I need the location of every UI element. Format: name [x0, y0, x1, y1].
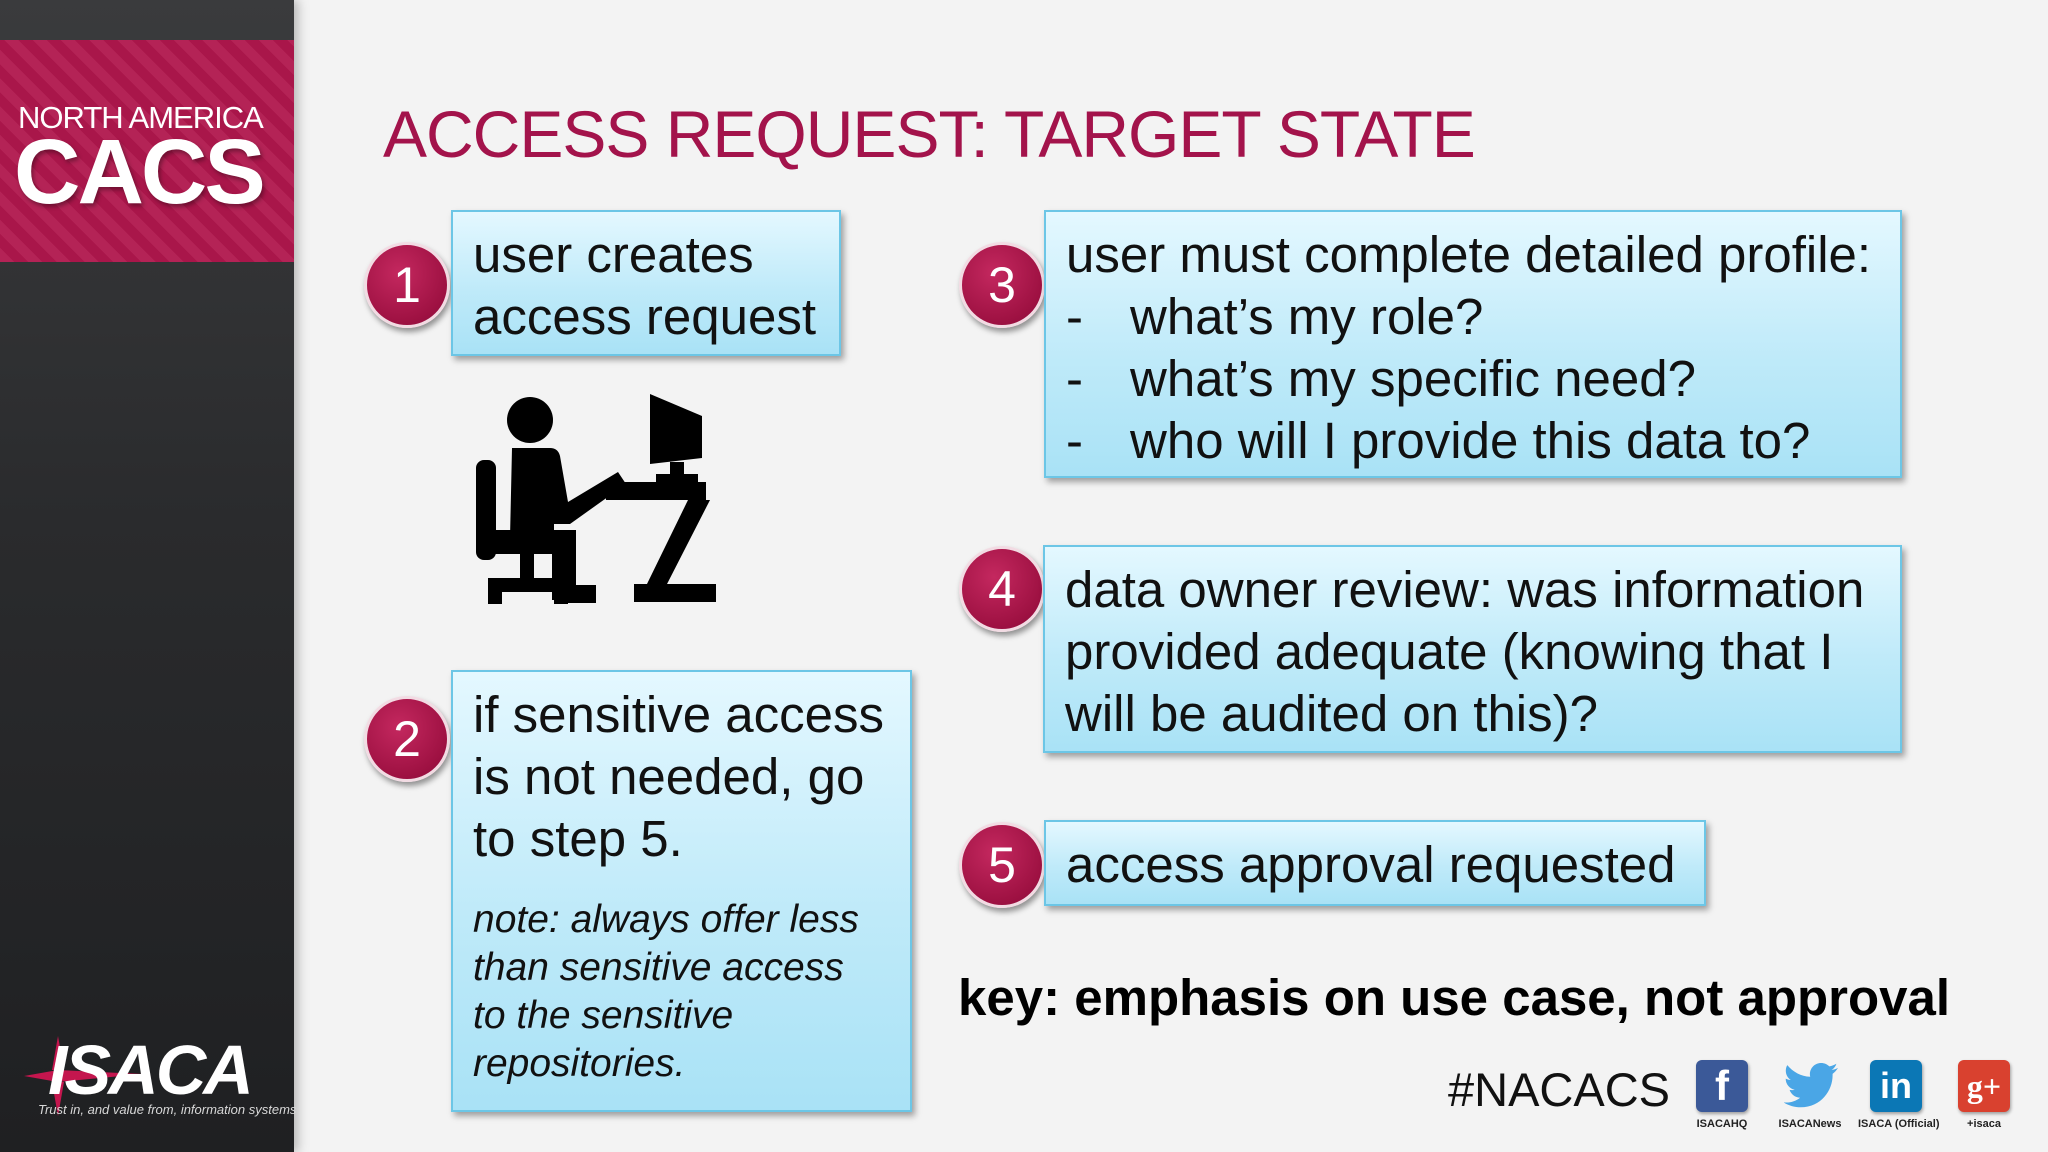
- twitter-icon[interactable]: [1783, 1060, 1838, 1112]
- note-line: than sensitive access: [473, 946, 844, 989]
- step-4-line: data owner review: was information: [1065, 561, 1865, 618]
- social-twitter[interactable]: ISACANews: [1772, 1060, 1848, 1130]
- brand-logo-text: CACS: [14, 121, 266, 223]
- hashtag: #NACACS: [1448, 1063, 1671, 1116]
- twitter-bird-icon: [1783, 1063, 1838, 1108]
- social-facebook[interactable]: f ISACAHQ: [1684, 1060, 1760, 1130]
- step-1-number-badge: 1: [364, 242, 450, 328]
- bullet-text: who will I provide this data to?: [1130, 412, 1811, 469]
- step-1-line: access request: [473, 288, 817, 345]
- bullet-dash: -: [1066, 350, 1083, 407]
- slide-title: ACCESS REQUEST: TARGET STATE: [383, 97, 1476, 171]
- step-1-line: user creates: [473, 226, 754, 283]
- social-label: ISACAHQ: [1696, 1118, 1748, 1130]
- bullet-text: what’s my role?: [1130, 288, 1484, 345]
- key-statement: key: emphasis on use case, not approval: [958, 969, 1951, 1026]
- bullet-dash: -: [1066, 412, 1083, 469]
- note-line: repositories.: [473, 1042, 686, 1085]
- step-4-line: will be audited on this)?: [1065, 685, 1598, 742]
- social-label: +isaca: [1967, 1118, 2001, 1130]
- google-plus-icon[interactable]: g+: [1958, 1060, 2010, 1112]
- brand-region-label: NORTH AMERICA: [18, 100, 264, 135]
- isaca-tagline: Trust in, and value from, information sy…: [38, 1102, 297, 1117]
- sidebar: NORTH AMERICA CACS ISACA Trust in, and v…: [0, 0, 296, 1152]
- step-2-line: to step 5.: [473, 810, 683, 867]
- step-3-bullet: - what’s my specific need?: [1066, 348, 1880, 410]
- bullet-dash: -: [1066, 288, 1083, 345]
- social-google-plus[interactable]: g+ +isaca: [1946, 1060, 2022, 1130]
- step-1-box: user creates access request: [451, 210, 841, 356]
- social-label: ISACANews: [1778, 1118, 1842, 1130]
- linkedin-icon[interactable]: in: [1870, 1060, 1922, 1112]
- step-5-number-badge: 5: [959, 822, 1045, 908]
- step-4-number-badge: 4: [959, 546, 1045, 632]
- brand-band: [0, 40, 294, 262]
- step-3-box: user must complete detailed profile: - w…: [1044, 210, 1902, 478]
- step-5-box: access approval requested: [1044, 820, 1706, 906]
- step-2-line: if sensitive access: [473, 686, 884, 743]
- step-3-heading: user must complete detailed profile:: [1066, 226, 1872, 283]
- isaca-logo-text: ISACA: [48, 1031, 254, 1109]
- bullet-text: what’s my specific need?: [1130, 350, 1697, 407]
- social-linkedin[interactable]: in ISACA (Official): [1858, 1060, 1940, 1130]
- note-line: to the sensitive: [473, 994, 734, 1037]
- step-4-line: provided adequate (knowing that I: [1065, 623, 1834, 680]
- step-2-box: if sensitive access is not needed, go to…: [451, 670, 912, 1112]
- step-4-box: data owner review: was information provi…: [1043, 545, 1902, 753]
- social-label: ISACA (Official): [1858, 1118, 1940, 1130]
- step-5-line: access approval requested: [1066, 836, 1676, 893]
- step-2-line: is not needed, go: [473, 748, 865, 805]
- facebook-icon[interactable]: f: [1696, 1060, 1748, 1112]
- person-at-computer-icon: [476, 394, 716, 604]
- isaca-star-logo: [24, 1036, 142, 1116]
- note-line: note: always offer less: [473, 898, 859, 941]
- step-3-bullet: - who will I provide this data to?: [1066, 410, 1880, 472]
- step-2-note: note: always offer less than sensitive a…: [473, 896, 890, 1088]
- step-3-bullet: - what’s my role?: [1066, 286, 1880, 348]
- step-2-number-badge: 2: [364, 696, 450, 782]
- step-3-number-badge: 3: [959, 242, 1045, 328]
